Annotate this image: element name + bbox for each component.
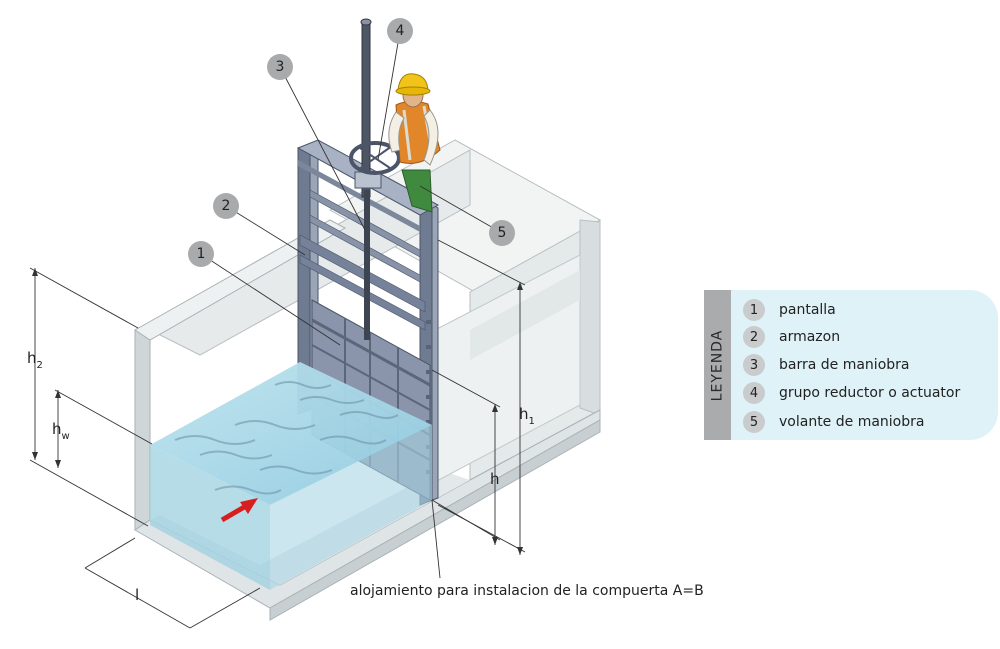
- legend-item-number: 5: [743, 411, 765, 433]
- callout-4: 4: [387, 18, 413, 44]
- operating-stem: [360, 18, 372, 340]
- legend-item-number: 3: [743, 354, 765, 376]
- legend-item-label: grupo reductor o actuator: [779, 385, 961, 401]
- callout-5: 5: [489, 220, 515, 246]
- svg-text:5: 5: [498, 225, 507, 241]
- svg-text:1: 1: [197, 246, 206, 262]
- callout-2: 2: [213, 193, 239, 219]
- dimension-arrowheads: [32, 268, 523, 555]
- housing-caption: alojamiento para instalacion de la compu…: [350, 583, 704, 599]
- legend: LEYENDA 1 pantalla 2 armazon 3 barra de …: [704, 290, 998, 440]
- flow-arrow: [220, 498, 258, 523]
- legend-item: 4 grupo reductor o actuator: [743, 381, 960, 405]
- svg-text:3: 3: [276, 59, 285, 75]
- legend-item-label: volante de maniobra: [779, 414, 925, 430]
- legend-item-label: armazon: [779, 329, 841, 345]
- legend-item: 2 armazon: [743, 325, 840, 349]
- legend-item: 1 pantalla: [743, 298, 836, 322]
- legend-title-bar: LEYENDA: [704, 290, 731, 440]
- legend-item-label: pantalla: [779, 302, 836, 318]
- dim-h1-label: h1: [519, 405, 535, 427]
- callout-3: 3: [267, 54, 293, 80]
- legend-title: LEYENDA: [709, 329, 726, 402]
- legend-item: 5 volante de maniobra: [743, 410, 924, 434]
- dim-h2-label: h2: [27, 349, 43, 371]
- dimension-lines: [29, 30, 526, 629]
- svg-text:2: 2: [222, 198, 231, 214]
- svg-text:4: 4: [396, 23, 405, 39]
- gate-frame: [296, 139, 440, 506]
- dim-hw-label: hw: [52, 420, 70, 442]
- legend-item: 3 barra de maniobra: [743, 353, 909, 377]
- worker-figure: [388, 73, 441, 213]
- legend-item-number: 4: [743, 382, 765, 404]
- legend-item-label: barra de maniobra: [779, 357, 910, 373]
- actuator-handwheel: [349, 141, 401, 189]
- legend-item-number: 2: [743, 326, 765, 348]
- callout-1: 1: [188, 241, 214, 267]
- legend-item-number: 1: [743, 299, 765, 321]
- legend-panel: 1 pantalla 2 armazon 3 barra de maniobra…: [731, 290, 998, 440]
- dim-l-label: l: [135, 586, 139, 604]
- water-body: [150, 362, 432, 590]
- dim-h-label: h: [490, 470, 500, 488]
